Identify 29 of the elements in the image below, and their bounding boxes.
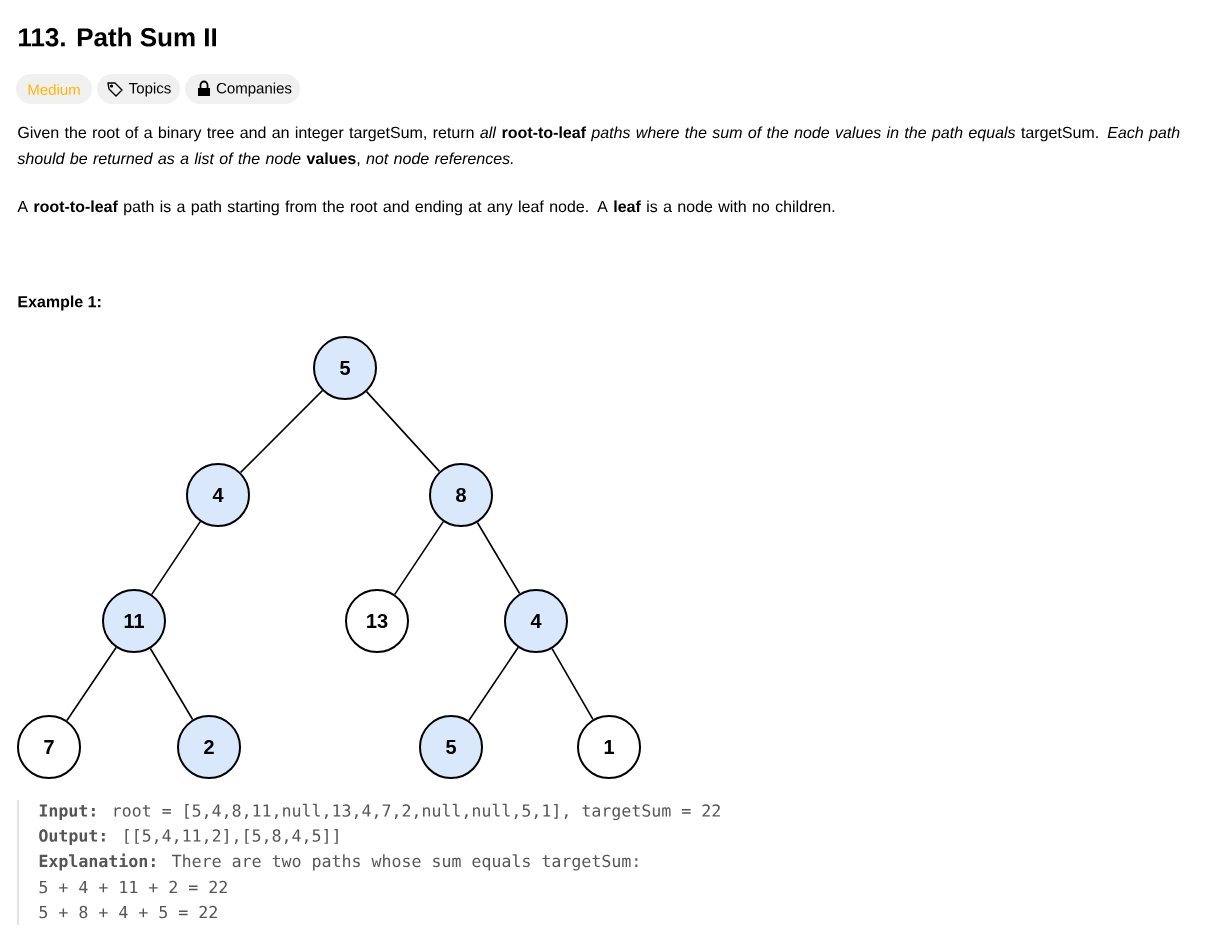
tree-edge [66, 646, 117, 722]
sum-line: 5 + 8 + 4 + 5 = 22 [39, 905, 217, 919]
tree-edge [551, 647, 594, 721]
page-title: 113. Path Sum II [19, 27, 216, 47]
output-line: Output: [[5,4,11,2],[5,8,4,5]] [39, 829, 338, 846]
tree-edge [150, 520, 202, 596]
definition-text: A root-to-leaf path is a path starting from the root and ending at any leaf node. A leaf is a node with no children. [17, 200, 835, 216]
explanation-line: Explanation: There are two paths whose sum equals targetSum: [39, 853, 638, 871]
tree-edge [149, 647, 194, 721]
tree-node: 8 [429, 463, 493, 527]
difficulty-badge: Medium [16, 74, 92, 104]
tree-node: 2 [177, 715, 241, 779]
tree-node: 11 [102, 589, 166, 653]
tree-edge [476, 521, 521, 595]
tree-node: 4 [504, 589, 568, 653]
tree-node: 4 [186, 463, 250, 527]
tree-edge [393, 520, 445, 596]
tree-edge [239, 389, 324, 474]
tree-node: 5 [419, 715, 483, 779]
problem-statement: Given the root of a binary tree and an integer targetSum, return all root-to-leaf paths where the sum of the node values in the path equals targetSum. Each path should be returned as a list of the node values, not node references. [17, 126, 1180, 167]
example-heading: Example 1: [18, 295, 101, 311]
tree-node: 7 [17, 715, 81, 779]
tree-node: 13 [345, 589, 409, 653]
tree-edge [468, 646, 519, 722]
sum-line: 5 + 4 + 11 + 2 = 22 [39, 880, 227, 894]
tree-node: 1 [577, 715, 641, 779]
input-line: Input: root = [5,4,8,11,null,13,4,7,2,null,null,5,1], targetSum = 22 [39, 803, 720, 821]
tree-node: 5 [313, 336, 377, 400]
tree-edge [365, 390, 441, 473]
